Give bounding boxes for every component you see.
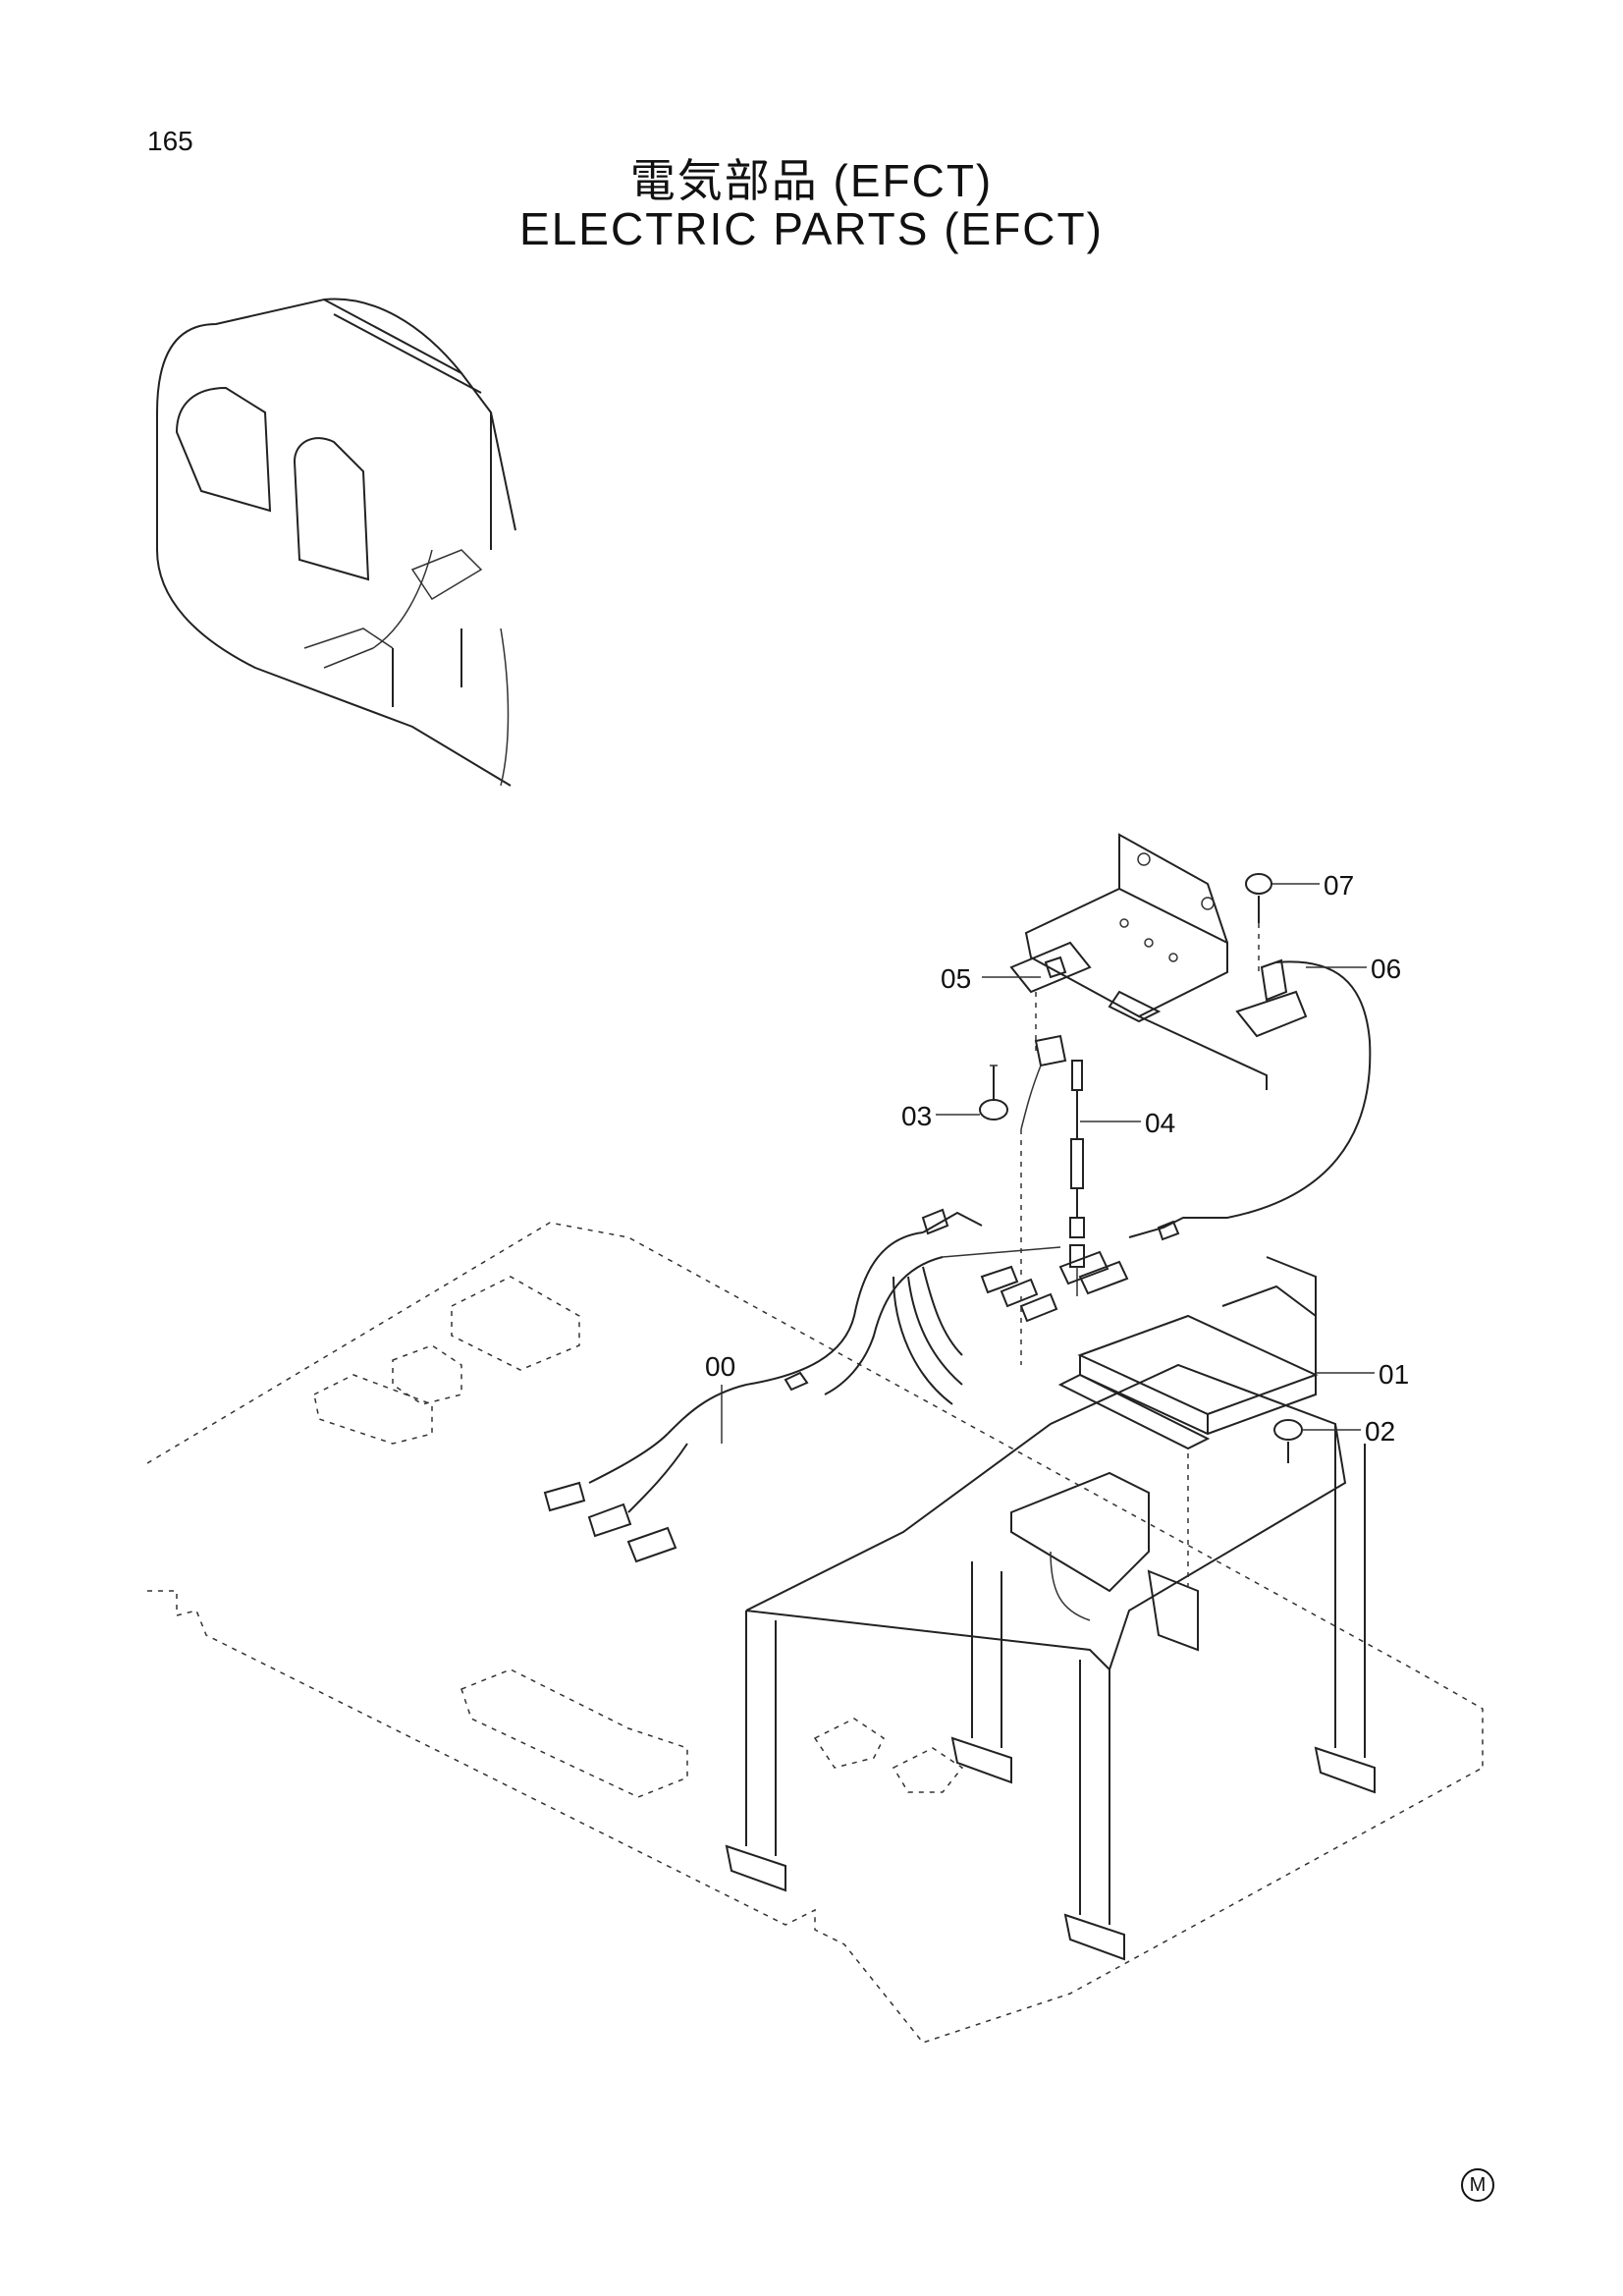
callout-04: 04 [1145, 1108, 1176, 1138]
callout-06: 06 [1371, 954, 1402, 984]
callout-00: 00 [705, 1351, 736, 1382]
part-05-connector [1009, 941, 1092, 1051]
support-frame [725, 1363, 1376, 1961]
page-number: 165 [147, 126, 193, 156]
part-03-bolt [979, 1065, 1008, 1121]
callout-07: 07 [1324, 870, 1355, 901]
title-japanese: 電気部品 (EFCT) [629, 155, 994, 206]
callout-02: 02 [1365, 1416, 1396, 1447]
part-06-sensor [1128, 958, 1372, 1241]
part-04-fuse-holder [1020, 1034, 1085, 1296]
leader-lines [721, 883, 1375, 1444]
part-02-bolt [1273, 1419, 1303, 1463]
callout-03: 03 [901, 1101, 933, 1131]
part-01-control-unit [1057, 1256, 1319, 1591]
callout-05: 05 [941, 963, 972, 994]
callout-01: 01 [1379, 1359, 1410, 1390]
cab-inset [156, 298, 516, 787]
mounting-bracket [1024, 833, 1268, 1090]
circled-m-mark: M [1461, 2168, 1494, 2202]
part-00-harness [543, 1208, 1129, 1563]
floor-plate [146, 1222, 1484, 2044]
part-07-bolt [1245, 873, 1272, 972]
title-english: ELECTRIC PARTS (EFCT) [519, 203, 1104, 254]
